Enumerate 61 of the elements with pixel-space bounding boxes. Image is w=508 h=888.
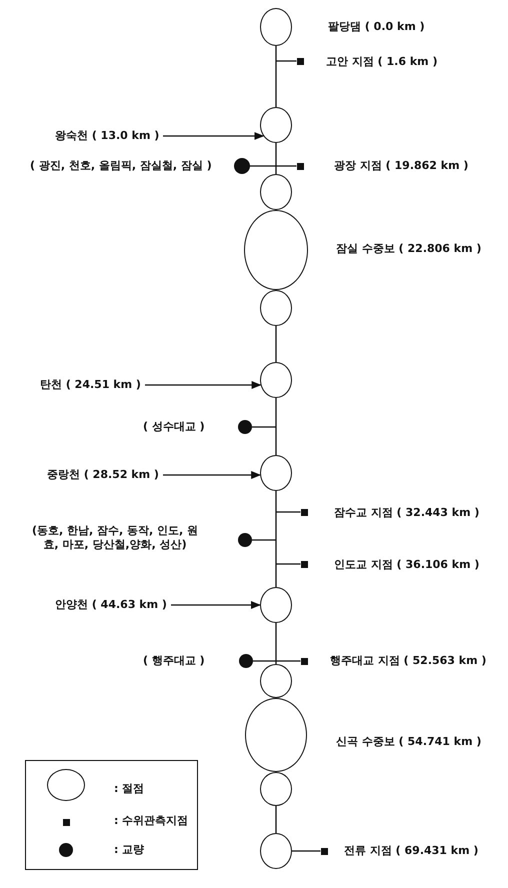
- river-line: [276, 60, 296, 62]
- gauge-station-square: [296, 58, 304, 64]
- junction-circle: [260, 664, 292, 698]
- river-line: [276, 511, 300, 513]
- bridge-label: ( 광진, 천호, 올림픽, 잠실철, 잠실 ): [30, 159, 212, 173]
- river-line: [252, 426, 276, 428]
- river-line: [275, 398, 277, 455]
- junction-circle: [260, 8, 292, 46]
- junction-circle: [260, 587, 292, 623]
- station-label: 광장 지점 ( 19.862 km ): [334, 159, 468, 173]
- bridge-dot: [234, 158, 250, 174]
- bridge-label: ( 행주대교 ): [143, 654, 205, 668]
- legend-label: : 교량: [114, 843, 144, 857]
- river-line: [250, 165, 296, 167]
- tributary-label: 왕숙천 ( 13.0 km ): [55, 129, 160, 143]
- junction-circle: [260, 107, 292, 143]
- inflow-arrow: [171, 601, 261, 609]
- station-label: 팔당댐 ( 0.0 km ): [328, 20, 425, 34]
- gauge-station-square: [300, 560, 308, 568]
- gauge-station-square: [296, 162, 304, 170]
- gauge-station-square: [300, 508, 308, 516]
- bridge-dot: [238, 533, 252, 547]
- junction-circle: [260, 455, 292, 491]
- bridge-label: ( 성수대교 ): [143, 420, 205, 434]
- weir-oval: [245, 698, 307, 772]
- inflow-arrow: [163, 132, 264, 140]
- river-line: [252, 539, 276, 541]
- river-line: [275, 143, 277, 174]
- legend-label: : 수위관측지점: [114, 814, 188, 828]
- bridge-dot: [238, 420, 252, 434]
- tributary-label: 안양천 ( 44.63 km ): [55, 598, 167, 612]
- inflow-arrow: [163, 471, 262, 479]
- bridge-dot: [239, 654, 253, 668]
- gauge-station-square: [320, 848, 328, 854]
- weir-oval: [244, 210, 308, 290]
- river-line: [275, 806, 277, 833]
- junction-circle: [260, 362, 292, 398]
- station-label: 행주대교 지점 ( 52.563 km ): [330, 654, 486, 668]
- river-line: [275, 326, 277, 362]
- river-line: [275, 623, 277, 664]
- station-label: 신곡 수중보 ( 54.741 km ): [336, 735, 482, 749]
- station-label: 잠수교 지점 ( 32.443 km ): [334, 506, 480, 520]
- bridge-label: (동호, 한남, 잠수, 동작, 인도, 원효, 마포, 당산철,양화, 성산): [30, 524, 200, 552]
- gauge-station-square: [300, 658, 308, 664]
- junction-circle: [260, 772, 292, 806]
- river-line: [292, 850, 320, 852]
- tributary-label: 탄천 ( 24.51 km ): [40, 378, 141, 392]
- station-label: 고안 지점 ( 1.6 km ): [326, 55, 438, 69]
- junction-circle: [260, 174, 292, 210]
- river-line: [276, 563, 300, 565]
- station-label: 전류 지점 ( 69.431 km ): [344, 844, 478, 858]
- junction-circle: [260, 833, 292, 869]
- river-line: [275, 491, 277, 587]
- legend-label: : 절점: [114, 782, 144, 796]
- river-line: [275, 46, 277, 107]
- river-line: [253, 660, 300, 662]
- junction-circle: [260, 290, 292, 326]
- station-label: 잠실 수중보 ( 22.806 km ): [336, 242, 482, 256]
- inflow-arrow: [145, 381, 262, 389]
- station-label: 인도교 지점 ( 36.106 km ): [334, 558, 480, 572]
- tributary-label: 중랑천 ( 28.52 km ): [47, 468, 159, 482]
